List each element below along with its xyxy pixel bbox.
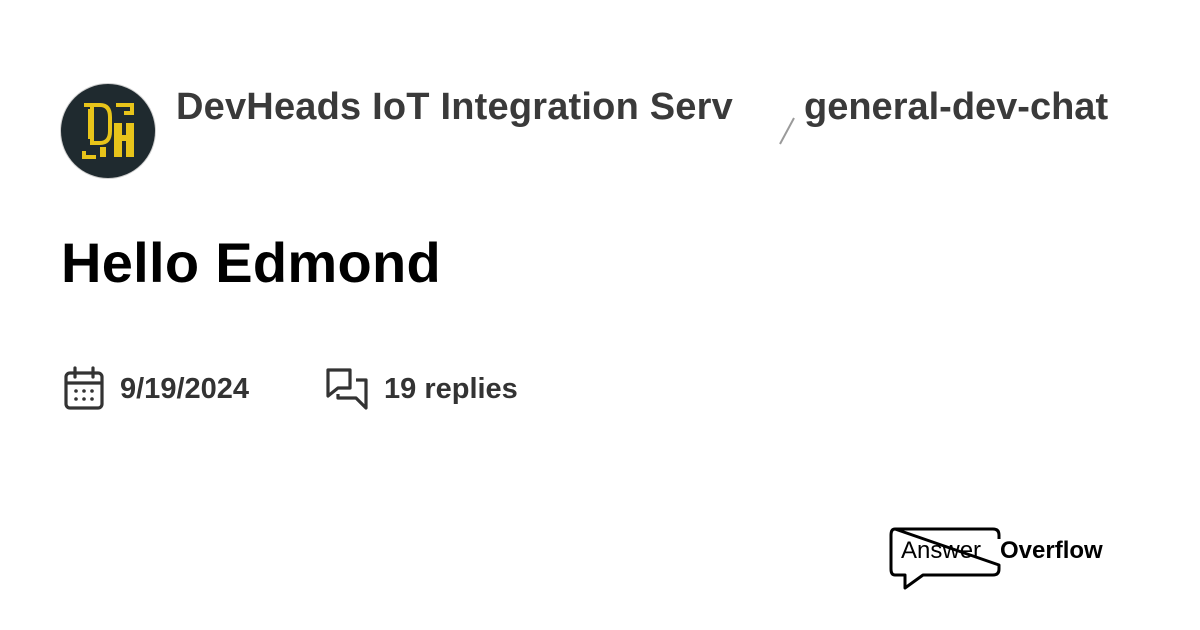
chat-bubbles-icon [326, 368, 368, 410]
channel-name[interactable]: general-dev-chat [804, 86, 1109, 128]
calendar-icon [64, 366, 104, 410]
speech-bubble-icon [889, 527, 1001, 590]
thread-replies: 19 replies [324, 366, 518, 412]
breadcrumb-separator [779, 117, 795, 145]
replies-text: 19 replies [384, 372, 518, 405]
thread-title: Hello Edmond [61, 231, 442, 294]
answeroverflow-logo[interactable]: Answer Overflow [889, 527, 1119, 591]
devheads-logo-icon [82, 103, 134, 159]
brand-answer: Answer [901, 537, 982, 564]
server-name[interactable]: DevHeads IoT Integration Serv [176, 86, 733, 128]
brand-overflow: Overflow [1000, 537, 1103, 564]
date-text: 9/19/2024 [120, 372, 250, 405]
server-avatar [61, 84, 155, 178]
thread-date: 9/19/2024 [62, 366, 249, 412]
